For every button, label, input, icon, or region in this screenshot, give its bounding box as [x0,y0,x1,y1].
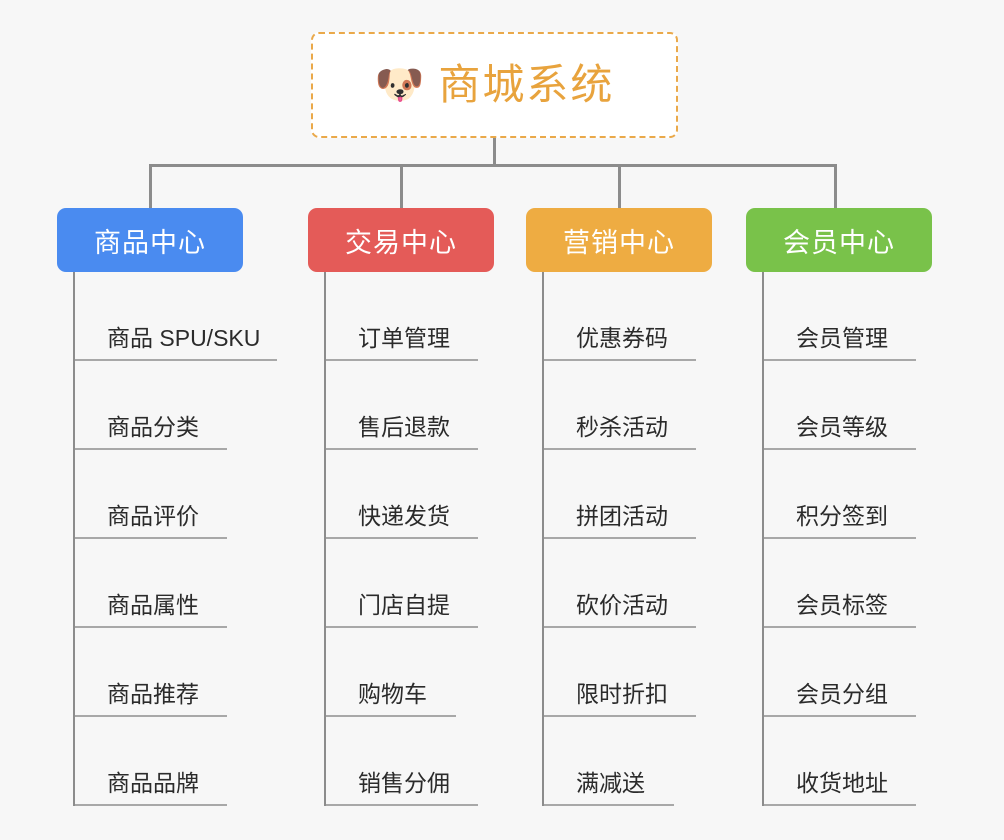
leaf-label: 会员管理 [796,324,888,351]
leaf-label: 积分签到 [796,502,888,529]
leaf-label: 收货地址 [796,769,888,796]
connector-drop-1 [149,164,152,208]
leaf-list-1: 商品 SPU/SKU 商品分类 商品评价 商品属性 商品推荐 商品品牌 [73,272,277,806]
branch-header-label-2: 交易中心 [345,227,457,258]
leaf-label: 订单管理 [358,324,450,351]
leaf-label: 会员等级 [796,413,888,440]
leaf-label: 商品推荐 [107,680,199,707]
branch-header-label-4: 会员中心 [783,227,895,258]
leaf-label: 砍价活动 [576,591,668,618]
leaf-item[interactable]: 商品评价 [75,450,243,539]
branch-column-1: 商品中心 商品 SPU/SKU 商品分类 商品评价 商品属性 商品推荐 商品品牌 [57,208,277,806]
leaf-item[interactable]: 会员管理 [764,272,932,361]
leaf-item[interactable]: 售后退款 [326,361,494,450]
leaf-label: 秒杀活动 [576,413,668,440]
leaf-item[interactable]: 会员标签 [764,539,932,628]
leaf-label: 会员标签 [796,591,888,618]
leaf-list-2: 订单管理 售后退款 快递发货 门店自提 购物车 销售分佣 [324,272,494,806]
leaf-label: 快递发货 [358,502,450,529]
leaf-item[interactable]: 会员分组 [764,628,932,717]
connector-drop-3 [618,164,621,208]
leaf-label: 商品分类 [107,413,199,440]
leaf-item[interactable]: 满减送 [544,717,712,806]
leaf-label: 销售分佣 [358,769,450,796]
leaf-label: 商品 SPU/SKU [107,324,261,351]
leaf-label: 商品评价 [107,502,199,529]
leaf-list-4: 会员管理 会员等级 积分签到 会员标签 会员分组 收货地址 [762,272,932,806]
leaf-label: 满减送 [576,769,645,796]
leaf-item[interactable]: 商品推荐 [75,628,243,717]
root-node[interactable]: 🐶 商城系统 [311,32,678,138]
leaf-label: 限时折扣 [576,680,668,707]
leaf-item[interactable]: 订单管理 [326,272,494,361]
shiba-dog-face-icon: 🐶 [374,63,425,107]
leaf-item[interactable]: 秒杀活动 [544,361,712,450]
connector-drop-4 [834,164,837,208]
branch-column-2: 交易中心 订单管理 售后退款 快递发货 门店自提 购物车 销售分佣 [308,208,494,806]
leaf-item[interactable]: 收货地址 [764,717,932,806]
branch-column-4: 会员中心 会员管理 会员等级 积分签到 会员标签 会员分组 收货地址 [746,208,932,806]
connector-drop-2 [400,164,403,208]
leaf-label: 购物车 [358,680,427,707]
leaf-item[interactable]: 快递发货 [326,450,494,539]
leaf-item[interactable]: 积分签到 [764,450,932,539]
branch-header-1[interactable]: 商品中心 [57,208,243,272]
root-title: 商城系统 [438,61,615,108]
leaf-item[interactable]: 购物车 [326,628,494,717]
leaf-item[interactable]: 商品分类 [75,361,243,450]
leaf-label: 商品品牌 [107,769,199,796]
leaf-item[interactable]: 商品品牌 [75,717,243,806]
leaf-list-3: 优惠券码 秒杀活动 拼团活动 砍价活动 限时折扣 满减送 [542,272,712,806]
branch-header-label-3: 营销中心 [563,227,675,258]
branch-column-3: 营销中心 优惠券码 秒杀活动 拼团活动 砍价活动 限时折扣 满减送 [526,208,712,806]
leaf-item[interactable]: 商品属性 [75,539,243,628]
leaf-label: 会员分组 [796,680,888,707]
leaf-label: 优惠券码 [576,324,668,351]
branch-header-3[interactable]: 营销中心 [526,208,712,272]
leaf-item[interactable]: 门店自提 [326,539,494,628]
leaf-item[interactable]: 砍价活动 [544,539,712,628]
branch-header-label-1: 商品中心 [94,227,206,258]
leaf-label: 门店自提 [358,591,450,618]
branch-header-4[interactable]: 会员中心 [746,208,932,272]
leaf-item[interactable]: 会员等级 [764,361,932,450]
leaf-label: 售后退款 [358,413,450,440]
leaf-item[interactable]: 商品 SPU/SKU [75,272,277,361]
leaf-item[interactable]: 优惠券码 [544,272,712,361]
leaf-label: 拼团活动 [576,502,668,529]
branch-header-2[interactable]: 交易中心 [308,208,494,272]
connector-trunk [493,138,496,166]
leaf-item[interactable]: 销售分佣 [326,717,494,806]
leaf-item[interactable]: 限时折扣 [544,628,712,717]
connector-bus [149,164,837,167]
leaf-label: 商品属性 [107,591,199,618]
leaf-item[interactable]: 拼团活动 [544,450,712,539]
